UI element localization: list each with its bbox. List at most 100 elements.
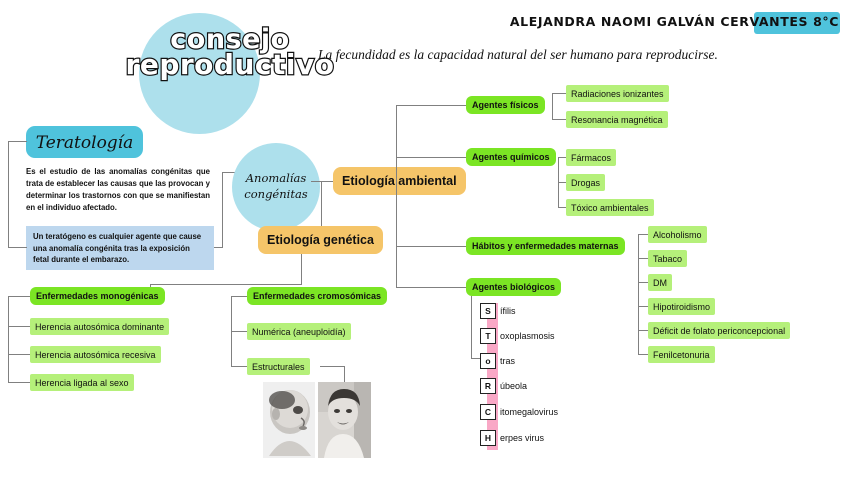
connector-mono-child-2 [8,354,30,356]
herencia-recesiva-label: Herencia autosómica recesiva [35,349,156,360]
teratogeno-note: Un teratógeno es cualquier agente que ca… [26,226,214,270]
teratologia-heading: Teratología [35,133,134,153]
node-herencia-ligada-al-sexo[interactable]: Herencia ligada al sexo [30,374,134,391]
torch-key-r: R [480,378,496,394]
node-numerica-aneuploidia[interactable]: Numérica (aneuploidía) [247,323,351,340]
anomalias-line2: congénitas [244,187,308,201]
node-etiologia-genetica[interactable]: Etiología genética [258,226,383,254]
node-enfermedades-monogenicas[interactable]: Enfermedades monogénicas [30,287,165,305]
node-enfermedades-cromosomicas[interactable]: Enfermedades cromosómicas [247,287,388,305]
connector-habitos-child-3 [638,282,648,284]
page-title-line1: consejo [169,24,290,55]
connector-fisicos-child-2 [552,119,566,121]
connector-genetica-down [301,254,303,284]
node-herencia-autosomica-recesiva[interactable]: Herencia autosómica recesiva [30,346,161,363]
node-habitos-enfermedades-maternas[interactable]: Hábitos y enfermedades maternas [466,237,625,255]
agentes-quimicos-label: Agentes químicos [472,152,550,162]
patient-clinical-photo [318,382,371,458]
node-alcoholismo[interactable]: Alcoholismo [648,226,707,243]
herencia-ligada-sexo-label: Herencia ligada al sexo [35,377,129,388]
connector-note-right [214,247,223,249]
page-title: consejo reproductivo [120,24,340,110]
torch-key-t: T [480,328,496,344]
connector-teratologia-trunk [8,141,10,248]
connector-fisicos-trunk [552,93,554,119]
node-drogas[interactable]: Drogas [566,174,606,191]
title-circle-decoration [139,13,260,134]
page-title-line2: reproductivo [124,47,335,81]
node-dm[interactable]: DM [648,274,672,291]
connector-ambiental-branch-1 [396,105,466,107]
torch-key-c: C [480,404,496,420]
fenilcetonuria-label: Fenilcetonuria [653,349,710,360]
habitos-maternas-label: Hábitos y enfermedades maternas [472,241,619,251]
connector-mono-child-0 [8,296,30,298]
farmacos-label: Fármacos [571,152,612,163]
enfermedades-monogenicas-label: Enfermedades monogénicas [36,291,159,301]
connector-mono-child-3 [8,382,30,384]
connector-habitos-child-4 [638,306,648,308]
node-estructurales[interactable]: Estructurales [247,358,310,375]
node-deficit-folato[interactable]: Déficit de folato periconcepcional [648,322,791,339]
enfermedades-cromosomicas-label: Enfermedades cromosómicas [253,291,382,301]
dm-label: DM [653,277,667,288]
connector-ambiental-branch-3 [396,246,466,248]
resonancia-magnetica-label: Resonancia magnética [571,114,663,125]
teratologia-heading-box [26,126,143,158]
node-toxico-ambientales[interactable]: Tóxico ambientales [566,199,654,216]
radiaciones-ionizantes-label: Radiaciones ionizantes [571,88,664,99]
node-fenilcetonuria[interactable]: Fenilcetonuria [648,346,715,363]
connector-ambiental-branch-2 [396,157,466,159]
tabaco-label: Tabaco [653,253,683,264]
torch-item-o[interactable]: o tras [480,353,515,369]
torch-item-s[interactable]: S ífilis [480,303,516,319]
torch-word-toxoplasmosis: oxoplasmosis [500,331,555,341]
torch-item-c[interactable]: C itomegalovirus [480,404,558,420]
herencia-dominante-label: Herencia autosómica dominante [35,321,165,332]
subtitle-text: La fecundidad es la capacidad natural de… [318,47,718,62]
torch-word-otras: tras [500,356,516,366]
node-resonancia-magnetica[interactable]: Resonancia magnética [566,111,668,128]
node-agentes-quimicos[interactable]: Agentes químicos [466,148,556,166]
connector-note-circle-trunk [222,172,224,248]
connector-ambiental-branch-4 [396,287,466,289]
node-farmacos[interactable]: Fármacos [566,149,617,166]
torch-word-rubeola: úbeola [500,381,528,391]
torch-item-h[interactable]: H erpes virus [480,430,544,446]
connector-quimicos-child-2 [558,182,566,184]
connector-teratologia-bottom [8,247,27,249]
toxico-ambientales-label: Tóxico ambientales [571,202,649,213]
torch-key-s: S [480,303,496,319]
infant-clinical-photo [263,382,315,458]
etiologia-ambiental-label: Etiología ambiental [342,174,457,188]
connector-fisicos-child-1 [552,93,566,95]
node-tabaco[interactable]: Tabaco [648,250,688,267]
connector-cromo-child-1 [231,331,247,333]
node-agentes-biologicos[interactable]: Agentes biológicos [466,278,562,296]
connector-cromo-child-0 [231,296,247,298]
estructurales-label: Estructurales [252,361,305,372]
node-hipotiroidismo[interactable]: Hipotiroidismo [648,298,716,315]
connector-cromo-child-2 [231,366,247,368]
connector-circle-genetica-v [321,181,323,239]
node-agentes-fisicos[interactable]: Agentes físicos [466,96,545,114]
connector-quimicos-child-1 [558,157,566,159]
torch-item-t[interactable]: T oxoplasmosis [480,328,555,344]
connector-genetica-spread [150,284,302,286]
torch-pink-stripe [487,303,498,450]
etiologia-genetica-label: Etiología genética [267,233,374,247]
anomalias-congenitas-label: Anomalías congénitas [232,155,320,219]
node-etiologia-ambiental[interactable]: Etiología ambiental [333,167,466,195]
node-herencia-autosomica-dominante[interactable]: Herencia autosómica dominante [30,318,170,335]
torch-word-herpesvirus: erpes virus [500,433,545,443]
node-radiaciones-ionizantes[interactable]: Radiaciones ionizantes [566,85,669,102]
connector-habitos-trunk [638,234,640,354]
torch-item-r[interactable]: R úbeola [480,378,527,394]
connector-biologicos-trunk [471,296,473,358]
connector-monogenicas-trunk [8,296,10,382]
numerica-aneuploidia-label: Numérica (aneuploidía) [252,326,346,337]
connector-biologicos-torch [471,358,487,360]
teratologia-body-text: Es el estudio de las anomalías congénita… [26,167,210,212]
connector-teratologia-top [8,141,27,143]
